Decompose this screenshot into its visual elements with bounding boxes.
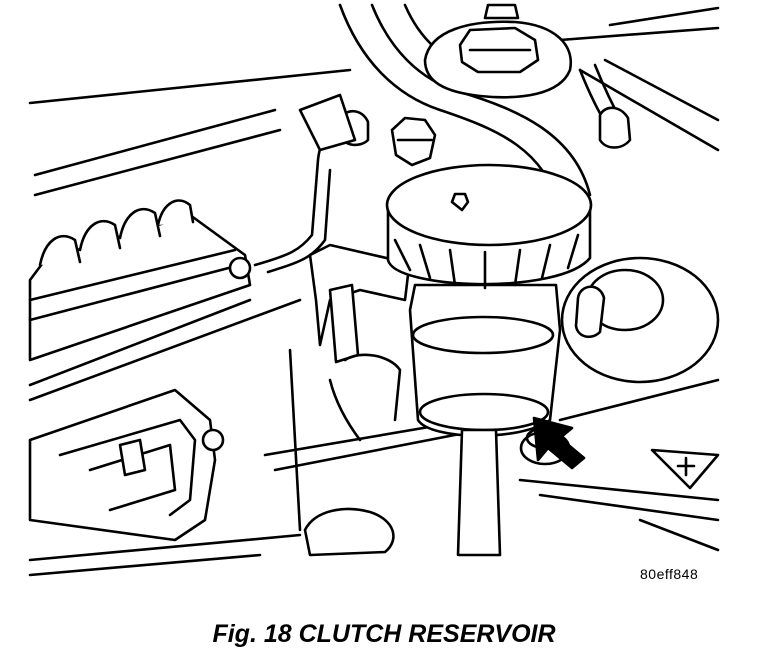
strut-tower: [560, 256, 720, 384]
left-component-box: [28, 199, 302, 402]
figure-part-code: 80eff848: [640, 566, 699, 582]
clutch-reservoir: [385, 163, 593, 557]
downward-arrow-plus-icon: [650, 448, 720, 490]
lower-hose-clamp: [303, 353, 402, 557]
reservoir-bracket: [253, 93, 410, 364]
background-panels: [28, 6, 720, 552]
pointer-arrow-icon: [532, 416, 586, 470]
strut-mount: [423, 3, 632, 149]
figure-caption: Fig. 18 CLUTCH RESERVOIR: [212, 620, 556, 648]
electrical-connector: [28, 388, 302, 577]
